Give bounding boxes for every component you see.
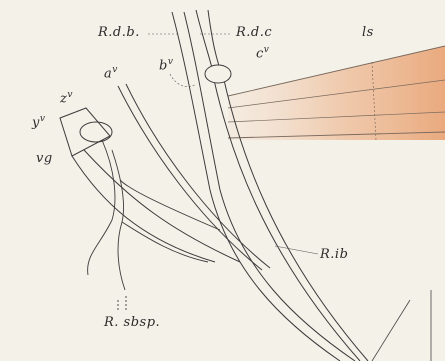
leader-lines	[148, 34, 318, 254]
label-b: bv	[159, 58, 173, 72]
label-ls: ls	[362, 26, 374, 39]
label-rdb: R.d.b.	[98, 26, 140, 39]
label-a: av	[104, 66, 118, 80]
label-c: cv	[256, 46, 269, 60]
label-z: zv	[60, 91, 73, 105]
bottom-right-lines	[372, 290, 431, 361]
label-rsbsp: R. sbsp.	[104, 316, 160, 329]
main-nerve-trunk	[172, 10, 368, 361]
label-rib: R.ib	[320, 248, 348, 261]
label-vg: vg	[36, 152, 53, 165]
label-rdc: R.d.c	[236, 26, 272, 39]
branch-r-sbsp	[88, 140, 220, 312]
label-y: yv	[32, 115, 45, 129]
